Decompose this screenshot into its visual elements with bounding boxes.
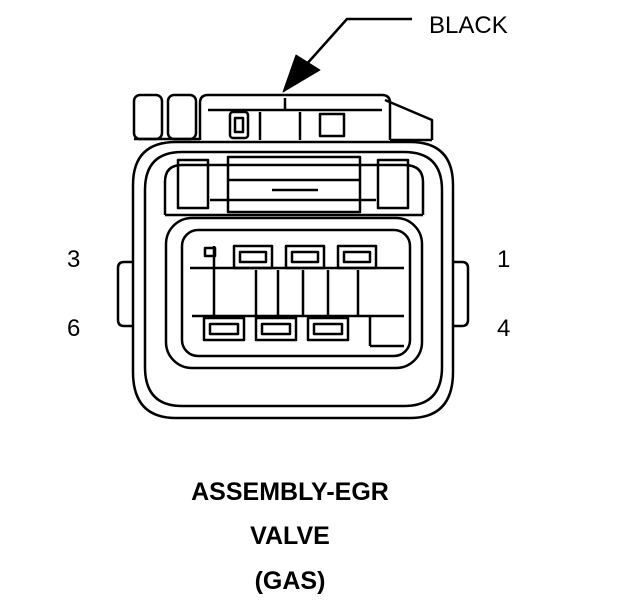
side-tab-left [116, 260, 133, 328]
housing-outer-shell [131, 140, 455, 420]
pin-terminal-3 [232, 244, 274, 270]
pin-number-bottom-left: 6 [67, 315, 81, 342]
pin-terminal-5 [254, 316, 298, 342]
pin-terminal-4 [306, 316, 350, 342]
pin-terminal-2 [284, 244, 326, 270]
connector-inner-body [163, 155, 425, 217]
housing-inner-shell [143, 150, 444, 408]
connector-latch [132, 93, 434, 142]
black-callout-arrow [282, 17, 412, 93]
pin-number-top-left: 3 [67, 246, 81, 273]
component-title-line2: VALVE [250, 522, 330, 550]
pin-number-top-right: 1 [497, 246, 511, 273]
pin-terminal-6 [202, 316, 246, 342]
wire-color-label: BLACK [429, 12, 508, 39]
mating-face-outer [164, 216, 424, 370]
pin-terminal-1 [336, 244, 378, 270]
mating-face-inner [180, 228, 412, 358]
pin-number-bottom-right: 4 [497, 315, 511, 342]
component-title-line1: ASSEMBLY-EGR [191, 478, 389, 506]
side-tab-right [453, 260, 470, 328]
component-title-line3: (GAS) [254, 567, 326, 595]
